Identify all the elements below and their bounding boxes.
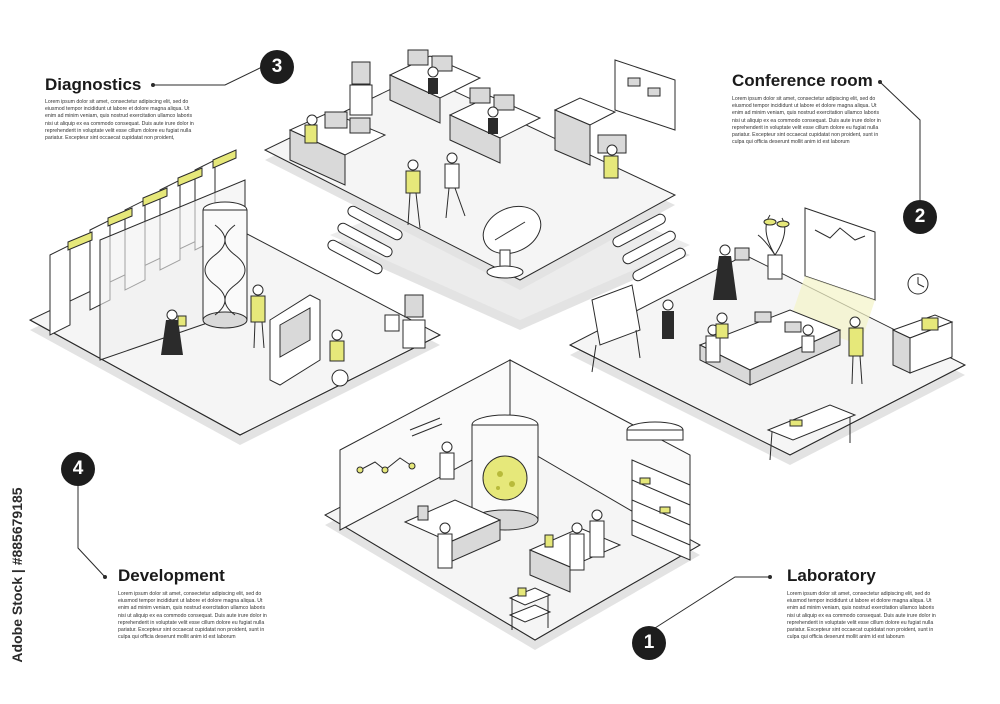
laboratory-description: Lorem ipsum dolor sit amet, consectetur … xyxy=(787,591,936,641)
plant xyxy=(757,214,790,280)
diagnostics-description: Lorem ipsum dolor sit amet, consectetur … xyxy=(45,99,194,142)
badge-diagnostics: 3 xyxy=(260,50,294,84)
conference-room-area xyxy=(568,207,967,465)
diagnostics-label: Diagnostics Lorem ipsum dolor sit amet, … xyxy=(45,75,195,142)
control-station xyxy=(269,294,349,387)
bench xyxy=(766,404,857,461)
laboratory-title: Laboratory xyxy=(787,566,876,585)
people-handshake xyxy=(405,152,466,229)
worker-right xyxy=(597,134,627,179)
development-title: Development xyxy=(118,566,225,585)
badge-development: 4 xyxy=(61,452,95,486)
diagnostics-room xyxy=(28,149,442,445)
dna-capsule xyxy=(202,201,248,329)
desk-left xyxy=(288,111,387,186)
scientist-dna xyxy=(250,284,266,349)
shelving-unit xyxy=(631,459,691,561)
lab-table-left xyxy=(403,499,502,563)
development-description: Lorem ipsum dolor sit amet, consectetur … xyxy=(118,591,267,641)
satellite-dish xyxy=(482,205,542,279)
virus-capsule xyxy=(471,414,539,531)
cylinder-right xyxy=(626,421,684,441)
molecule-diagram xyxy=(356,417,443,474)
stairs-top xyxy=(327,205,403,275)
desk-center xyxy=(388,49,482,124)
conference-room-title: Conference room xyxy=(732,71,873,90)
cabinet-right xyxy=(553,97,617,166)
water-cooler-left xyxy=(384,294,426,349)
whiteboard-top xyxy=(614,59,676,131)
flipchart xyxy=(591,284,641,373)
development-label: Development Lorem ipsum dolor sit amet, … xyxy=(118,566,268,641)
trolley xyxy=(508,587,552,630)
lab-scientists xyxy=(437,441,605,571)
conference-room-label: Conference room Lorem ipsum dolor sit am… xyxy=(732,71,882,146)
laboratory-room xyxy=(323,359,702,650)
woman-tablet xyxy=(161,309,187,355)
stairs-right xyxy=(612,213,686,282)
desk-right xyxy=(448,87,542,164)
top-office-room xyxy=(263,49,677,290)
meeting-people xyxy=(662,244,864,385)
conference-room-description: Lorem ipsum dolor sit amet, consectetur … xyxy=(732,96,881,146)
water-cooler xyxy=(349,61,373,116)
diagnostics-title: Diagnostics xyxy=(45,75,142,94)
wall-clock xyxy=(907,273,929,295)
laboratory-label: Laboratory Lorem ipsum dolor sit amet, c… xyxy=(787,566,937,641)
badge-laboratory: 1 xyxy=(632,626,666,660)
stock-watermark-text: Adobe Stock | #885679185 xyxy=(9,487,25,663)
badge-conference-room: 2 xyxy=(903,200,937,234)
sideboard xyxy=(891,314,954,374)
stock-watermark: Adobe Stock | #885679185 xyxy=(2,460,32,690)
leader-lines xyxy=(77,66,921,629)
